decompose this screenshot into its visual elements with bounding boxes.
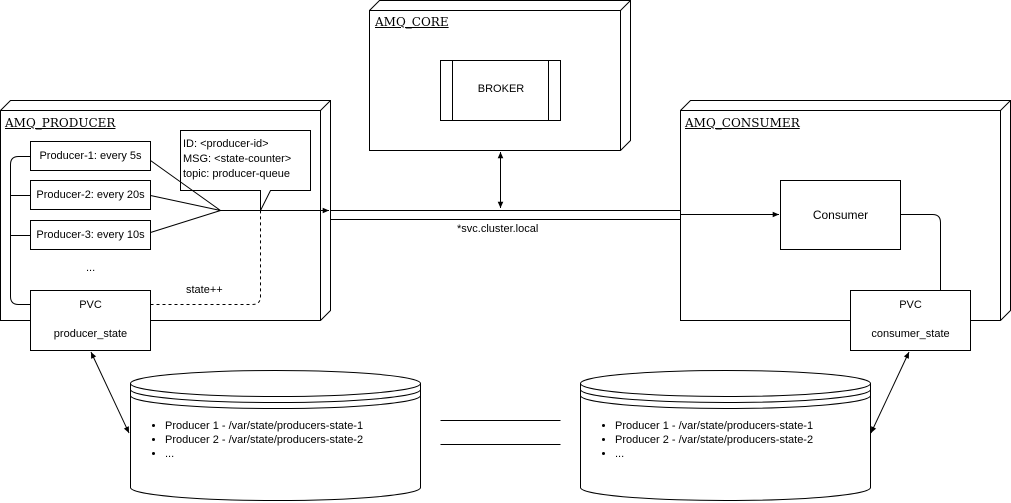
producer-fan-in	[150, 160, 221, 233]
producer-1-box: Producer-1: every 5s	[30, 141, 151, 171]
storage-replication-lines	[440, 420, 561, 445]
more-producers-ellipsis: ...	[86, 262, 96, 274]
list-item: Producer 2 - /var/state/producers-state-…	[615, 433, 845, 447]
consumer-pvc-box: PVC consumer_state	[850, 290, 971, 351]
consumer-to-pvc-edge	[900, 214, 941, 291]
producer-pvc-storage-link	[90, 351, 130, 434]
broker-label: BROKER	[477, 83, 525, 95]
producer-pvc-label: PVC	[79, 299, 102, 311]
amq-producer-title: AMQ_PRODUCER	[5, 116, 116, 130]
list-item: ...	[615, 447, 845, 461]
producer-loop-line	[10, 156, 31, 305]
network-bus	[330, 210, 681, 220]
state-increment-label: state++	[186, 284, 223, 296]
list-item: ...	[165, 447, 395, 461]
producer-3-box: Producer-3: every 10s	[30, 220, 151, 250]
message-note-shape	[180, 130, 311, 211]
message-note-line: topic: producer-queue	[183, 168, 291, 180]
list-item: Producer 1 - /var/state/producers-state-…	[615, 419, 845, 433]
consumer-storage-list: Producer 1 - /var/state/producers-state-…	[597, 419, 845, 461]
service-dns-label: *svc.cluster.local	[457, 223, 539, 235]
consumer-storage-cylinder	[580, 370, 871, 501]
message-note: ID: <producer-id> MSG: <state-counter> t…	[183, 137, 291, 182]
consumer-pvc-sublabel: consumer_state	[871, 328, 950, 340]
message-note-line: MSG: <state-counter>	[183, 153, 292, 165]
producer-pvc-sublabel: producer_state	[53, 328, 128, 340]
amq-core-title: AMQ_CORE	[375, 15, 449, 29]
consumer-box: Consumer	[780, 180, 901, 250]
producer-2-box: Producer-2: every 20s	[30, 180, 151, 210]
broker-process-box	[440, 60, 561, 121]
producer-storage-cylinder	[130, 370, 421, 501]
message-note-line: ID: <producer-id>	[183, 138, 269, 150]
list-item: Producer 2 - /var/state/producers-state-…	[165, 433, 395, 447]
list-item: Producer 1 - /var/state/producers-state-…	[165, 419, 395, 433]
amq-consumer-title: AMQ_CONSUMER	[685, 116, 800, 130]
producer-pvc-box: PVC producer_state	[30, 290, 151, 351]
consumer-pvc-storage-link	[870, 351, 910, 434]
consumer-pvc-label: PVC	[899, 299, 922, 311]
state-increment-edge	[150, 190, 261, 305]
producer-storage-list: Producer 1 - /var/state/producers-state-…	[147, 419, 395, 461]
